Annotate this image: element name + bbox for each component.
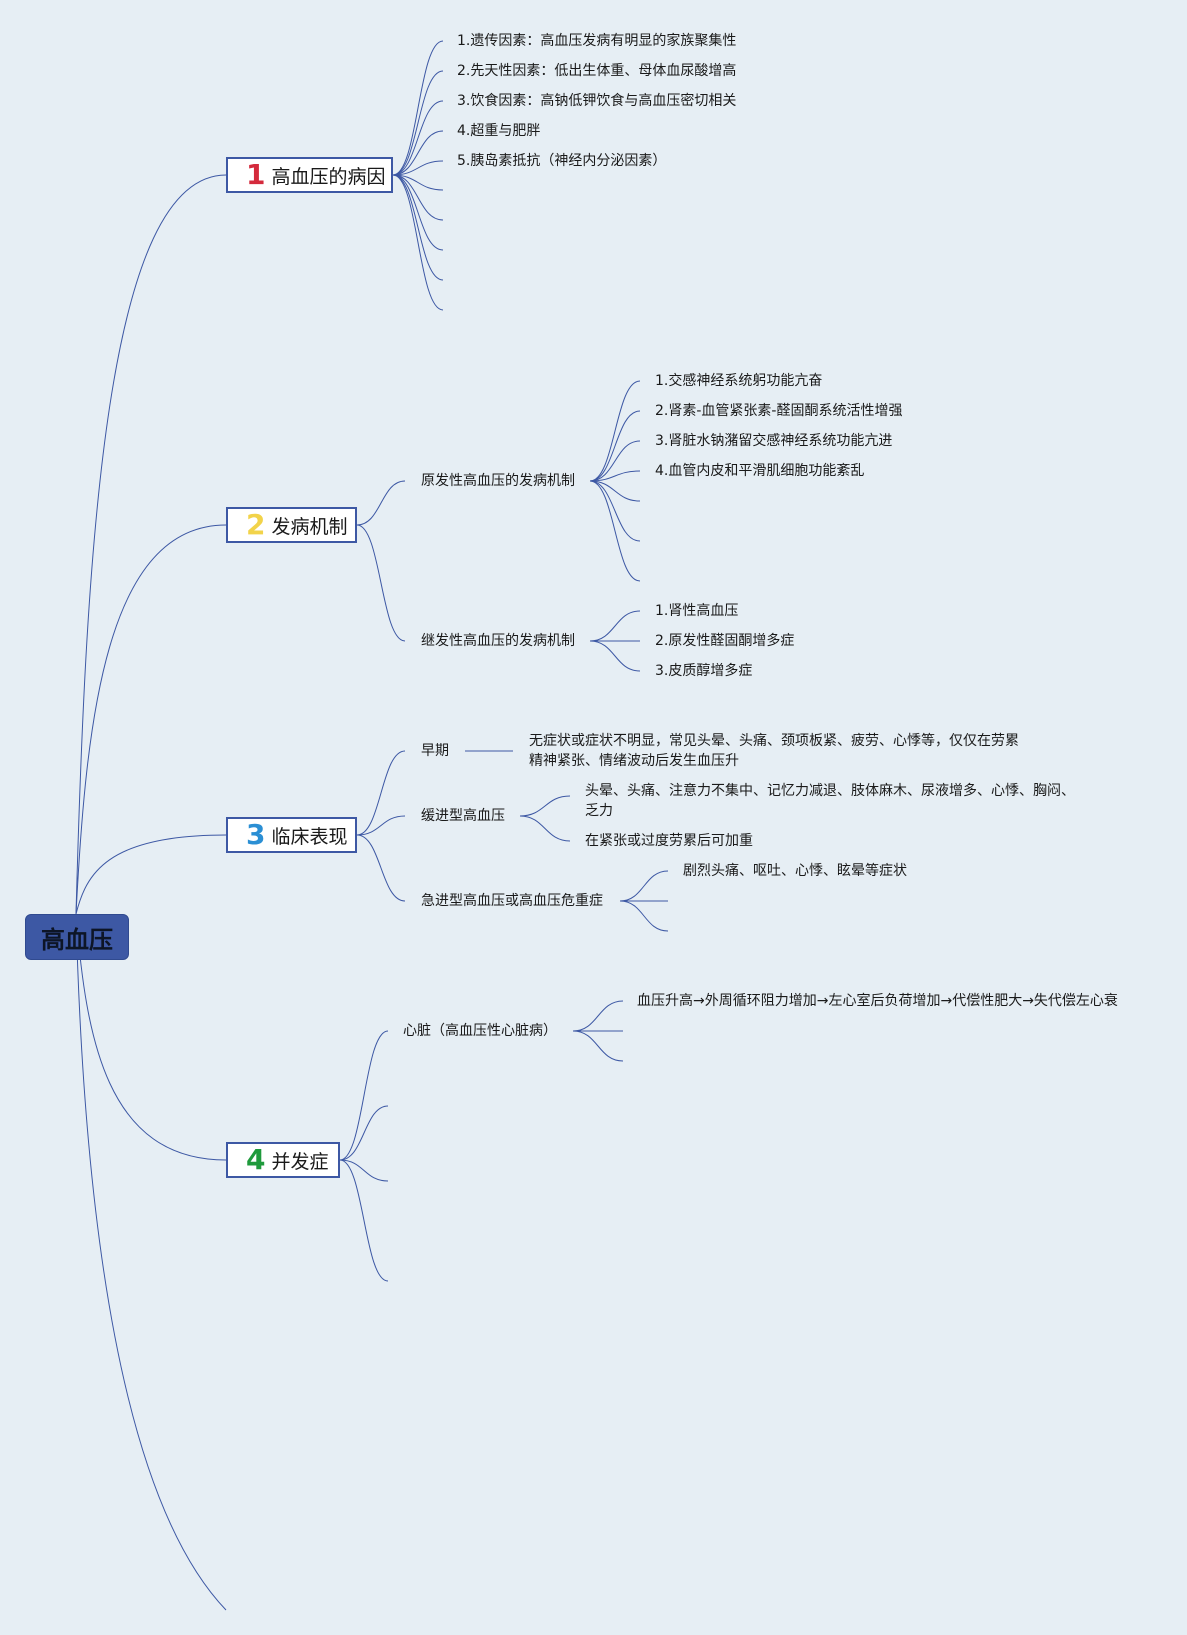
causes-link — [392, 174, 444, 251]
number-2-icon: 2 — [246, 508, 266, 541]
slow-link — [519, 815, 571, 842]
cause-item[interactable]: 2.先天性因素：低出生体重、母体血尿酸增高 — [457, 63, 737, 79]
heart-link — [572, 1030, 624, 1062]
causes-link — [392, 174, 444, 281]
clinical-acute[interactable]: 急进型高血压或高血压危重症 — [421, 893, 603, 909]
number-4-icon: 4 — [246, 1143, 266, 1176]
causes-link — [392, 160, 444, 176]
complication-link — [339, 1159, 389, 1282]
clinical-acute-item[interactable]: 剧烈头痛、呕吐、心悸、眩晕等症状 — [683, 863, 907, 879]
primary-item[interactable]: 3.肾脏水钠潴留交感神经系统功能亢进 — [655, 433, 893, 449]
cause-item[interactable]: 4.超重与肥胖 — [457, 123, 541, 139]
clinical-link — [356, 834, 406, 902]
complication-link — [339, 1030, 389, 1161]
complication-heart[interactable]: 心脏（高血压性心脏病） — [403, 1023, 557, 1039]
cause-item[interactable]: 3.饮食因素：高钠低钾饮食与高血压密切相关 — [457, 93, 737, 109]
topic-label: 临床表现 — [271, 825, 348, 848]
primary-item[interactable]: 4.血管内皮和平滑肌细胞功能紊乱 — [655, 463, 865, 479]
primary-link — [589, 470, 641, 482]
topic-label: 并发症 — [271, 1150, 329, 1173]
causes-link — [392, 70, 444, 176]
primary-link — [589, 480, 641, 582]
mechanism-link — [356, 480, 406, 526]
clinical-slow-item[interactable]: 在紧张或过度劳累后可加重 — [585, 833, 753, 849]
root-link-4 — [75, 913, 227, 1161]
number-1-icon: 1 — [246, 158, 266, 191]
secondary-item[interactable]: 2.原发性醛固酮增多症 — [655, 633, 795, 649]
secondary-link — [589, 610, 641, 642]
causes-link — [392, 40, 444, 176]
topic-label: 高血压的病因 — [271, 165, 386, 188]
causes-link — [392, 174, 444, 191]
primary-link — [589, 440, 641, 482]
root-link-5 — [75, 913, 227, 1611]
root-link-2 — [75, 524, 227, 915]
topic-label: 发病机制 — [271, 515, 348, 538]
clinical-link — [356, 815, 406, 836]
clinical-link — [356, 750, 406, 836]
slow-link — [519, 795, 571, 817]
acute-link — [619, 870, 669, 902]
secondary-link — [589, 640, 641, 672]
complication-link — [339, 1159, 389, 1182]
cause-item[interactable]: 1.遗传因素：高血压发病有明显的家族聚集性 — [457, 33, 737, 49]
mechanism-link — [356, 524, 406, 642]
secondary-mechanism[interactable]: 继发性高血压的发病机制 — [421, 633, 575, 649]
root-link-1 — [75, 174, 227, 915]
primary-item[interactable]: 1.交感神经系统躬功能亢奋 — [655, 373, 823, 389]
primary-mechanism[interactable]: 原发性高血压的发病机制 — [421, 473, 575, 489]
primary-item[interactable]: 2.肾素-血管紧张素-醛固酮系统活性增强 — [655, 403, 903, 419]
causes-link — [392, 100, 444, 176]
root-link-3 — [75, 834, 227, 915]
clinical-early[interactable]: 早期 — [421, 743, 449, 759]
topic-complications[interactable]: 4 并发症 — [226, 1142, 340, 1178]
primary-link — [589, 480, 641, 502]
root-topic[interactable]: 高血压 — [25, 914, 129, 960]
primary-link — [589, 410, 641, 482]
secondary-item[interactable]: 3.皮质醇增多症 — [655, 663, 753, 679]
cause-item[interactable]: 5.胰岛素抵抗（神经内分泌因素） — [457, 153, 667, 169]
clinical-slow[interactable]: 缓进型高血压 — [421, 808, 505, 824]
secondary-item[interactable]: 1.肾性高血压 — [655, 603, 739, 619]
causes-link — [392, 130, 444, 176]
clinical-early-detail[interactable]: 无症状或症状不明显，常见头晕、头痛、颈项板紧、疲劳、心悸等，仅仅在劳累精神紧张、… — [529, 733, 1019, 769]
primary-link — [589, 380, 641, 482]
acute-link — [619, 900, 669, 932]
heart-link — [572, 1000, 624, 1032]
topic-clinical[interactable]: 3 临床表现 — [226, 817, 357, 853]
complication-heart-item[interactable]: 血压升高→外周循环阻力增加→左心室后负荷增加→代偿性肥大→失代偿左心衰 — [637, 993, 1118, 1009]
causes-link — [392, 174, 444, 221]
topic-causes[interactable]: 1 高血压的病因 — [226, 157, 393, 193]
number-3-icon: 3 — [246, 818, 266, 851]
primary-link — [589, 480, 641, 542]
causes-link — [392, 174, 444, 311]
topic-mechanism[interactable]: 2 发病机制 — [226, 507, 357, 543]
clinical-slow-item[interactable]: 头晕、头痛、注意力不集中、记忆力减退、肢体麻木、尿液增多、心悸、胸闷、乏力 — [585, 783, 1075, 819]
complication-link — [339, 1105, 389, 1161]
